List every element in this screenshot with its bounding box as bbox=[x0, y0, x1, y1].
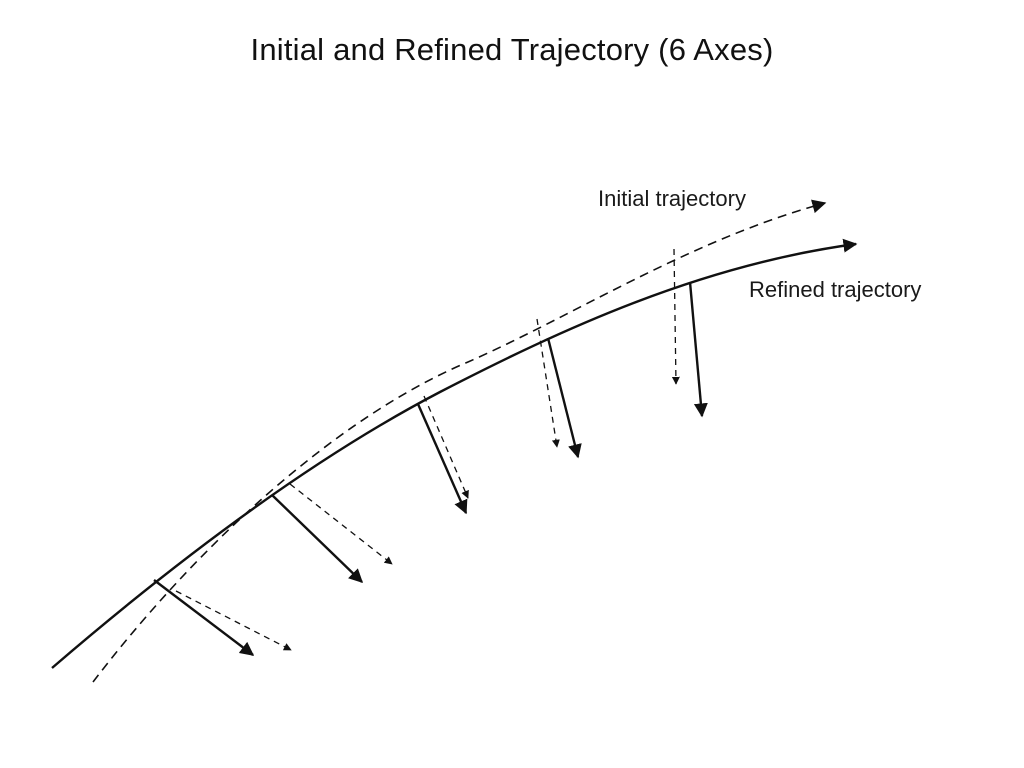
initial-axis-arrow-5 bbox=[671, 248, 680, 385]
initial-axis-arrow-2 bbox=[289, 483, 393, 565]
initial-axis-arrow-3 bbox=[423, 395, 469, 499]
initial-axis-arrow-4 bbox=[536, 318, 560, 448]
refined-axis-arrow-2 bbox=[271, 494, 364, 583]
initial-trajectory-label: Initial trajectory bbox=[598, 186, 746, 211]
refined-axis-arrow-4 bbox=[546, 337, 582, 459]
slide-title: Initial and Refined Trajectory (6 Axes) bbox=[250, 32, 774, 67]
refined-axis-arrow-5 bbox=[688, 281, 708, 418]
refined-trajectory-curve bbox=[51, 238, 858, 669]
initial-axis-arrows bbox=[175, 248, 680, 651]
refined-axis-arrows bbox=[153, 281, 708, 656]
initial-trajectory-curve bbox=[92, 199, 827, 683]
refined-axis-arrow-1 bbox=[153, 579, 255, 656]
refined-trajectory-label: Refined trajectory bbox=[749, 277, 921, 302]
refined-axis-arrow-3 bbox=[416, 403, 468, 515]
